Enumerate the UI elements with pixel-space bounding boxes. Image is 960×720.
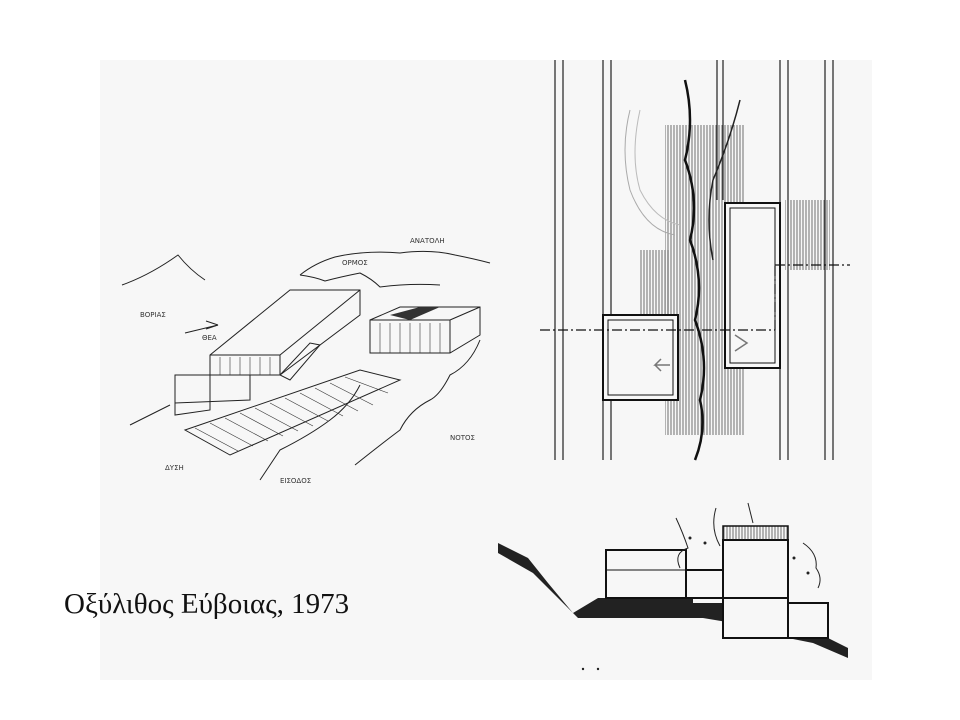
bay-outline-top: [299, 250, 491, 276]
tall-block: [209, 289, 361, 376]
label-south: ΝΟΤΟΣ: [450, 434, 475, 442]
terrace: [183, 369, 402, 456]
coastline: [354, 339, 481, 466]
block-hatching: [219, 323, 441, 375]
mountain-outline: [121, 254, 206, 286]
plan-drawing: [540, 60, 850, 461]
right-block: [369, 306, 481, 354]
plan-room-left: [602, 314, 679, 401]
ground-line: [129, 404, 171, 426]
axonometric-drawing: ΑΝΑΤΟΛΗ ΟΡΜΟΣ ΒΟΡΙΑΣ ΘΕΑ ΝΟΤΟΣ ΔΥΣΗ ΕΙΣΟ…: [121, 237, 491, 485]
contour-line: [624, 109, 676, 236]
label-bay: ΟΡΜΟΣ: [342, 259, 368, 267]
terrace-hatching: [194, 376, 389, 452]
label-view: ΘΕΑ: [202, 334, 217, 342]
hatched-volume-right: [785, 200, 830, 270]
section-block-lower: [787, 602, 829, 639]
ramp: [279, 342, 321, 381]
bay-outline-bottom: [299, 272, 441, 288]
label-west: ΔΥΣΗ: [165, 464, 184, 472]
section-drawing: [498, 502, 848, 671]
label-east: ΑΝΑΤΟΛΗ: [410, 237, 445, 245]
section-roof: [722, 525, 789, 541]
path-line: [259, 384, 361, 481]
lower-block: [174, 374, 211, 416]
label-north: ΒΟΡΙΑΣ: [140, 311, 166, 319]
arrow-icon: [653, 358, 670, 372]
roof-detail: [390, 307, 440, 320]
plan-room-right: [724, 202, 781, 369]
label-access: ΕΙΣΟΔΟΣ: [280, 477, 311, 485]
section-block-left: [605, 549, 687, 599]
vegetation-dots: [581, 536, 810, 671]
vegetation-marks: [675, 502, 821, 589]
stream-line: [683, 79, 706, 461]
slide-caption: Οξύλιθος Εύβοιας, 1973: [64, 588, 350, 620]
section-block-right: [722, 539, 789, 599]
